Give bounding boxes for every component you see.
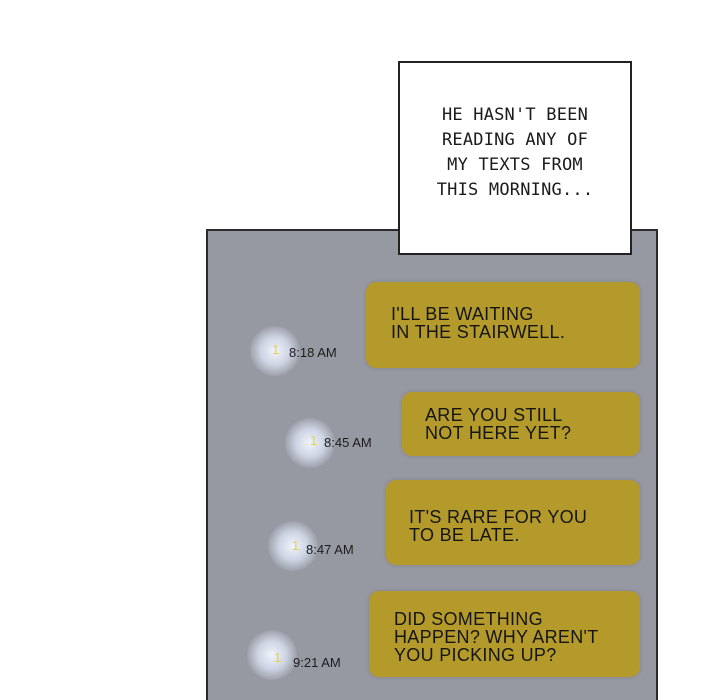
message-bubble[interactable]: DID SOMETHING HAPPEN? WHY AREN'T YOU PIC… [369,591,640,677]
message-timestamp: 8:45 AM [324,435,372,450]
profile-glow-icon [250,326,300,376]
profile-glow-icon [247,630,297,680]
message-text: IT'S RARE FOR YOU TO BE LATE. [409,507,588,545]
unread-count-badge: 1 [310,433,318,448]
message-text: DID SOMETHING HAPPEN? WHY AREN'T YOU PIC… [394,609,599,665]
message-bubble[interactable]: I'LL BE WAITING IN THE STAIRWELL. [366,282,640,368]
message-timestamp: 9:21 AM [293,655,341,670]
unread-count-badge: 1 [272,342,280,357]
message-timestamp: 8:18 AM [289,345,337,360]
message-timestamp: 8:47 AM [306,542,354,557]
profile-glow-icon [285,418,335,468]
message-bubble[interactable]: IT'S RARE FOR YOU TO BE LATE. [386,480,640,565]
message-text: I'LL BE WAITING IN THE STAIRWELL. [391,304,566,342]
narration-caption-text: HE HASN'T BEEN READING ANY OF MY TEXTS F… [436,105,594,200]
message-bubble[interactable]: ARE YOU STILL NOT HERE YET? [402,392,640,456]
unread-count-badge: 1 [274,650,282,665]
unread-count-badge: 1 [292,538,300,553]
profile-glow-icon [268,521,318,571]
message-text: ARE YOU STILL NOT HERE YET? [425,405,572,443]
narration-caption-box: HE HASN'T BEEN READING ANY OF MY TEXTS F… [398,61,632,255]
